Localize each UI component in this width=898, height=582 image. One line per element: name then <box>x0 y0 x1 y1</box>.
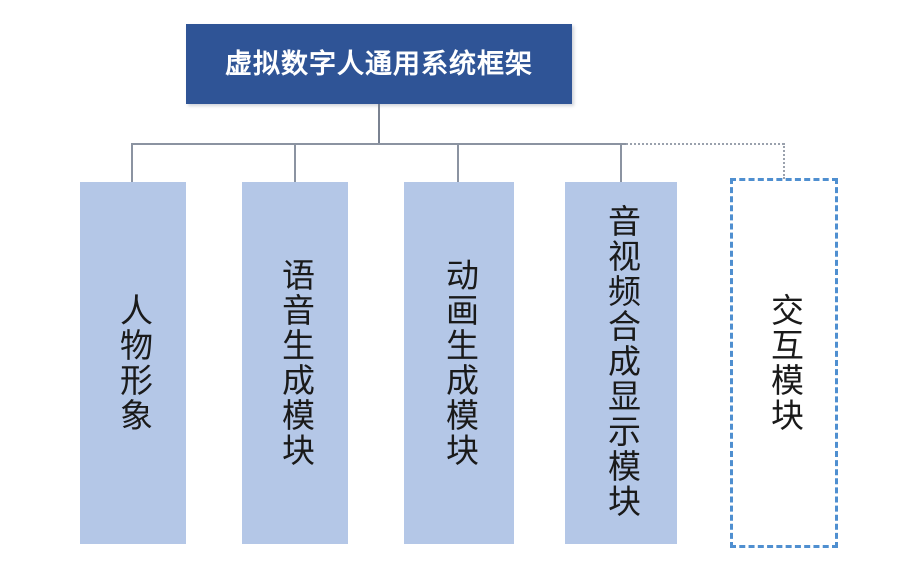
module-label-av-synthesis-display: 音视频合成显示模块 <box>602 204 642 519</box>
connector-drop-5-dotted <box>783 143 785 179</box>
module-node-character-image[interactable]: 人物形象 <box>80 182 186 544</box>
module-label-speech-generation: 语音生成模块 <box>276 258 316 468</box>
connector-drop-2 <box>294 143 296 183</box>
module-label-animation-generation: 动画生成模块 <box>440 258 480 468</box>
root-node-label: 虚拟数字人通用系统框架 <box>225 48 533 80</box>
module-node-av-synthesis-display[interactable]: 音视频合成显示模块 <box>565 182 677 544</box>
module-node-animation-generation[interactable]: 动画生成模块 <box>404 182 514 544</box>
module-node-interaction[interactable]: 交互模块 <box>730 178 838 548</box>
module-node-speech-generation[interactable]: 语音生成模块 <box>242 182 348 544</box>
connector-bus-horizontal-dotted <box>626 143 784 145</box>
module-label-interaction: 交互模块 <box>765 293 805 433</box>
root-node-system-framework: 虚拟数字人通用系统框架 <box>186 24 572 104</box>
module-label-character-image: 人物形象 <box>114 293 154 433</box>
connector-drop-1 <box>131 143 133 183</box>
connector-bus-horizontal <box>131 143 626 145</box>
connector-drop-3 <box>457 143 459 183</box>
connector-trunk-vertical <box>378 104 380 144</box>
connector-drop-4 <box>620 143 622 183</box>
